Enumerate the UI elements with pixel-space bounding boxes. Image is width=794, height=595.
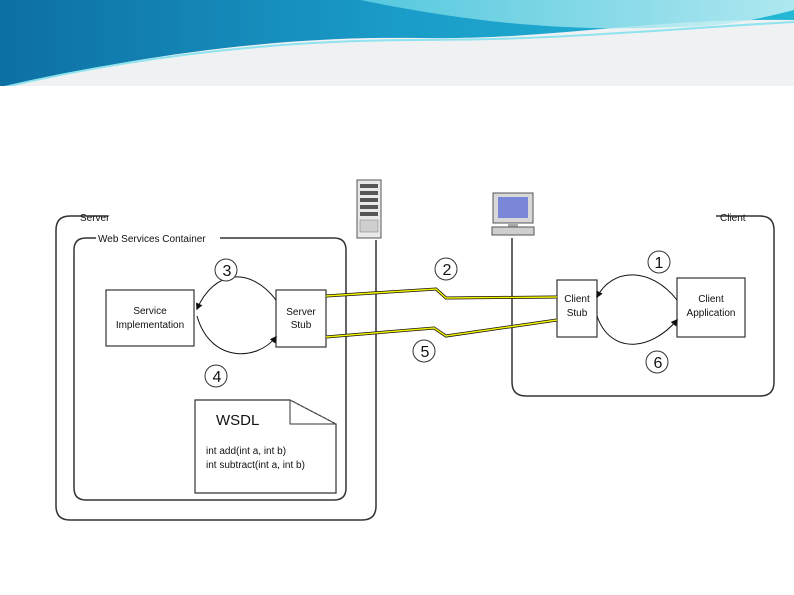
wsdl-line-1: int add(int a, int b) [206, 446, 286, 457]
wsdl-line-2: int subtract(int a, int b) [206, 460, 305, 471]
server-stub-label-1: Server [286, 307, 316, 318]
network-link-request [325, 287, 558, 300]
client-application-box [676, 277, 746, 338]
client-stub-label-1: Client [564, 294, 590, 305]
header-banner [0, 0, 794, 90]
arrow-step-4 [196, 315, 277, 355]
client-boundary [511, 215, 775, 397]
server-boundary [55, 215, 377, 521]
wsdl-document: WSDL int add(int a, int b) int subtract(… [194, 399, 337, 494]
server-label: Server [80, 213, 110, 224]
client-application-label-1: Client [698, 294, 724, 305]
server-stub-label-2: Stub [291, 320, 312, 331]
step-4-label: 4 [213, 369, 222, 386]
step-2-marker: 2 [434, 257, 458, 281]
client-stub-box [556, 279, 598, 338]
step-3-label: 3 [223, 263, 232, 280]
step-1-label: 1 [655, 255, 664, 272]
step-2-label: 2 [443, 262, 452, 279]
step-5-label: 5 [421, 344, 430, 361]
service-implementation-label-2: Implementation [116, 320, 184, 331]
step-4-marker: 4 [204, 364, 228, 388]
arrow-step-1 [596, 274, 678, 301]
client-computer-icon [491, 192, 535, 236]
step-6-marker: 6 [645, 350, 669, 374]
server-tower-icon [356, 179, 382, 239]
step-1-marker: 1 [647, 250, 671, 274]
step-3-marker: 3 [214, 258, 238, 282]
step-6-label: 6 [654, 355, 663, 372]
web-services-container-boundary [73, 237, 347, 501]
network-link-response [325, 318, 558, 339]
service-implementation-box [105, 289, 195, 347]
wsdl-title: WSDL [216, 412, 259, 429]
container-label: Web Services Container [98, 234, 206, 245]
server-stub-box [275, 289, 327, 348]
client-stub-label-2: Stub [567, 308, 588, 319]
client-label: Client [720, 213, 746, 224]
step-5-marker: 5 [412, 339, 436, 363]
arrow-step-6 [596, 315, 678, 345]
service-implementation-label-1: Service [133, 306, 167, 317]
client-application-label-2: Application [687, 308, 736, 319]
